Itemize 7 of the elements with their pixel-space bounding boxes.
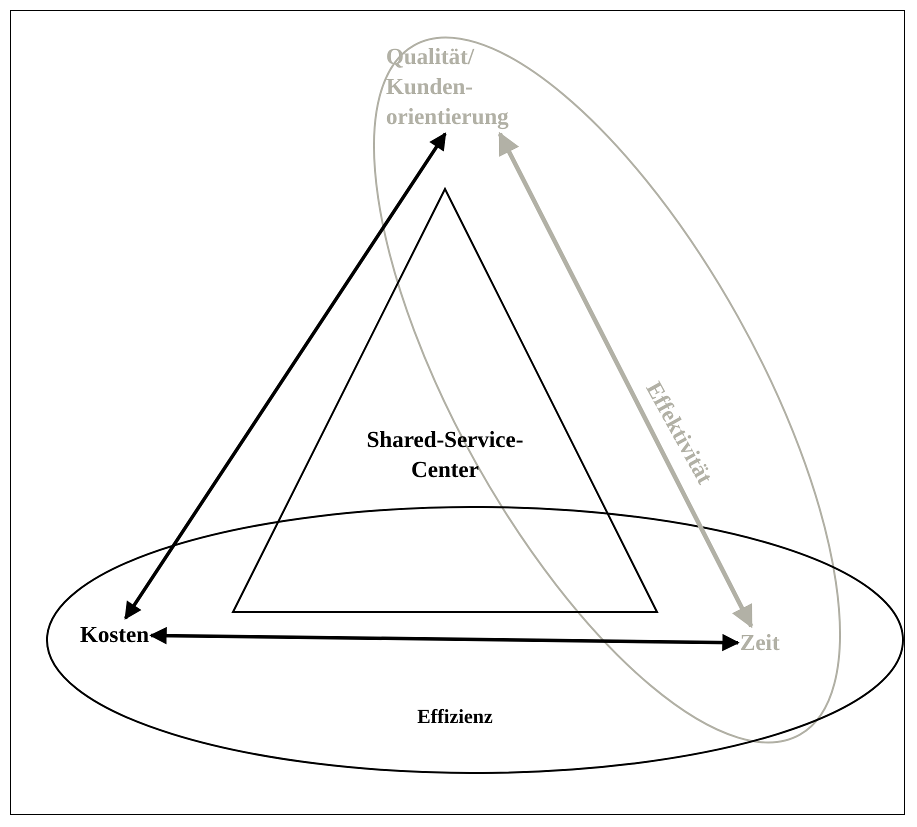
double-arrow xyxy=(498,132,754,628)
corner-label: Kosten xyxy=(80,621,149,649)
corner-label: Zeit xyxy=(740,629,780,657)
double-arrow xyxy=(149,626,740,652)
center-label: Shared-Service-Center xyxy=(366,426,524,484)
ellipse-label: Effizienz xyxy=(416,705,494,730)
double-arrow xyxy=(124,132,447,620)
